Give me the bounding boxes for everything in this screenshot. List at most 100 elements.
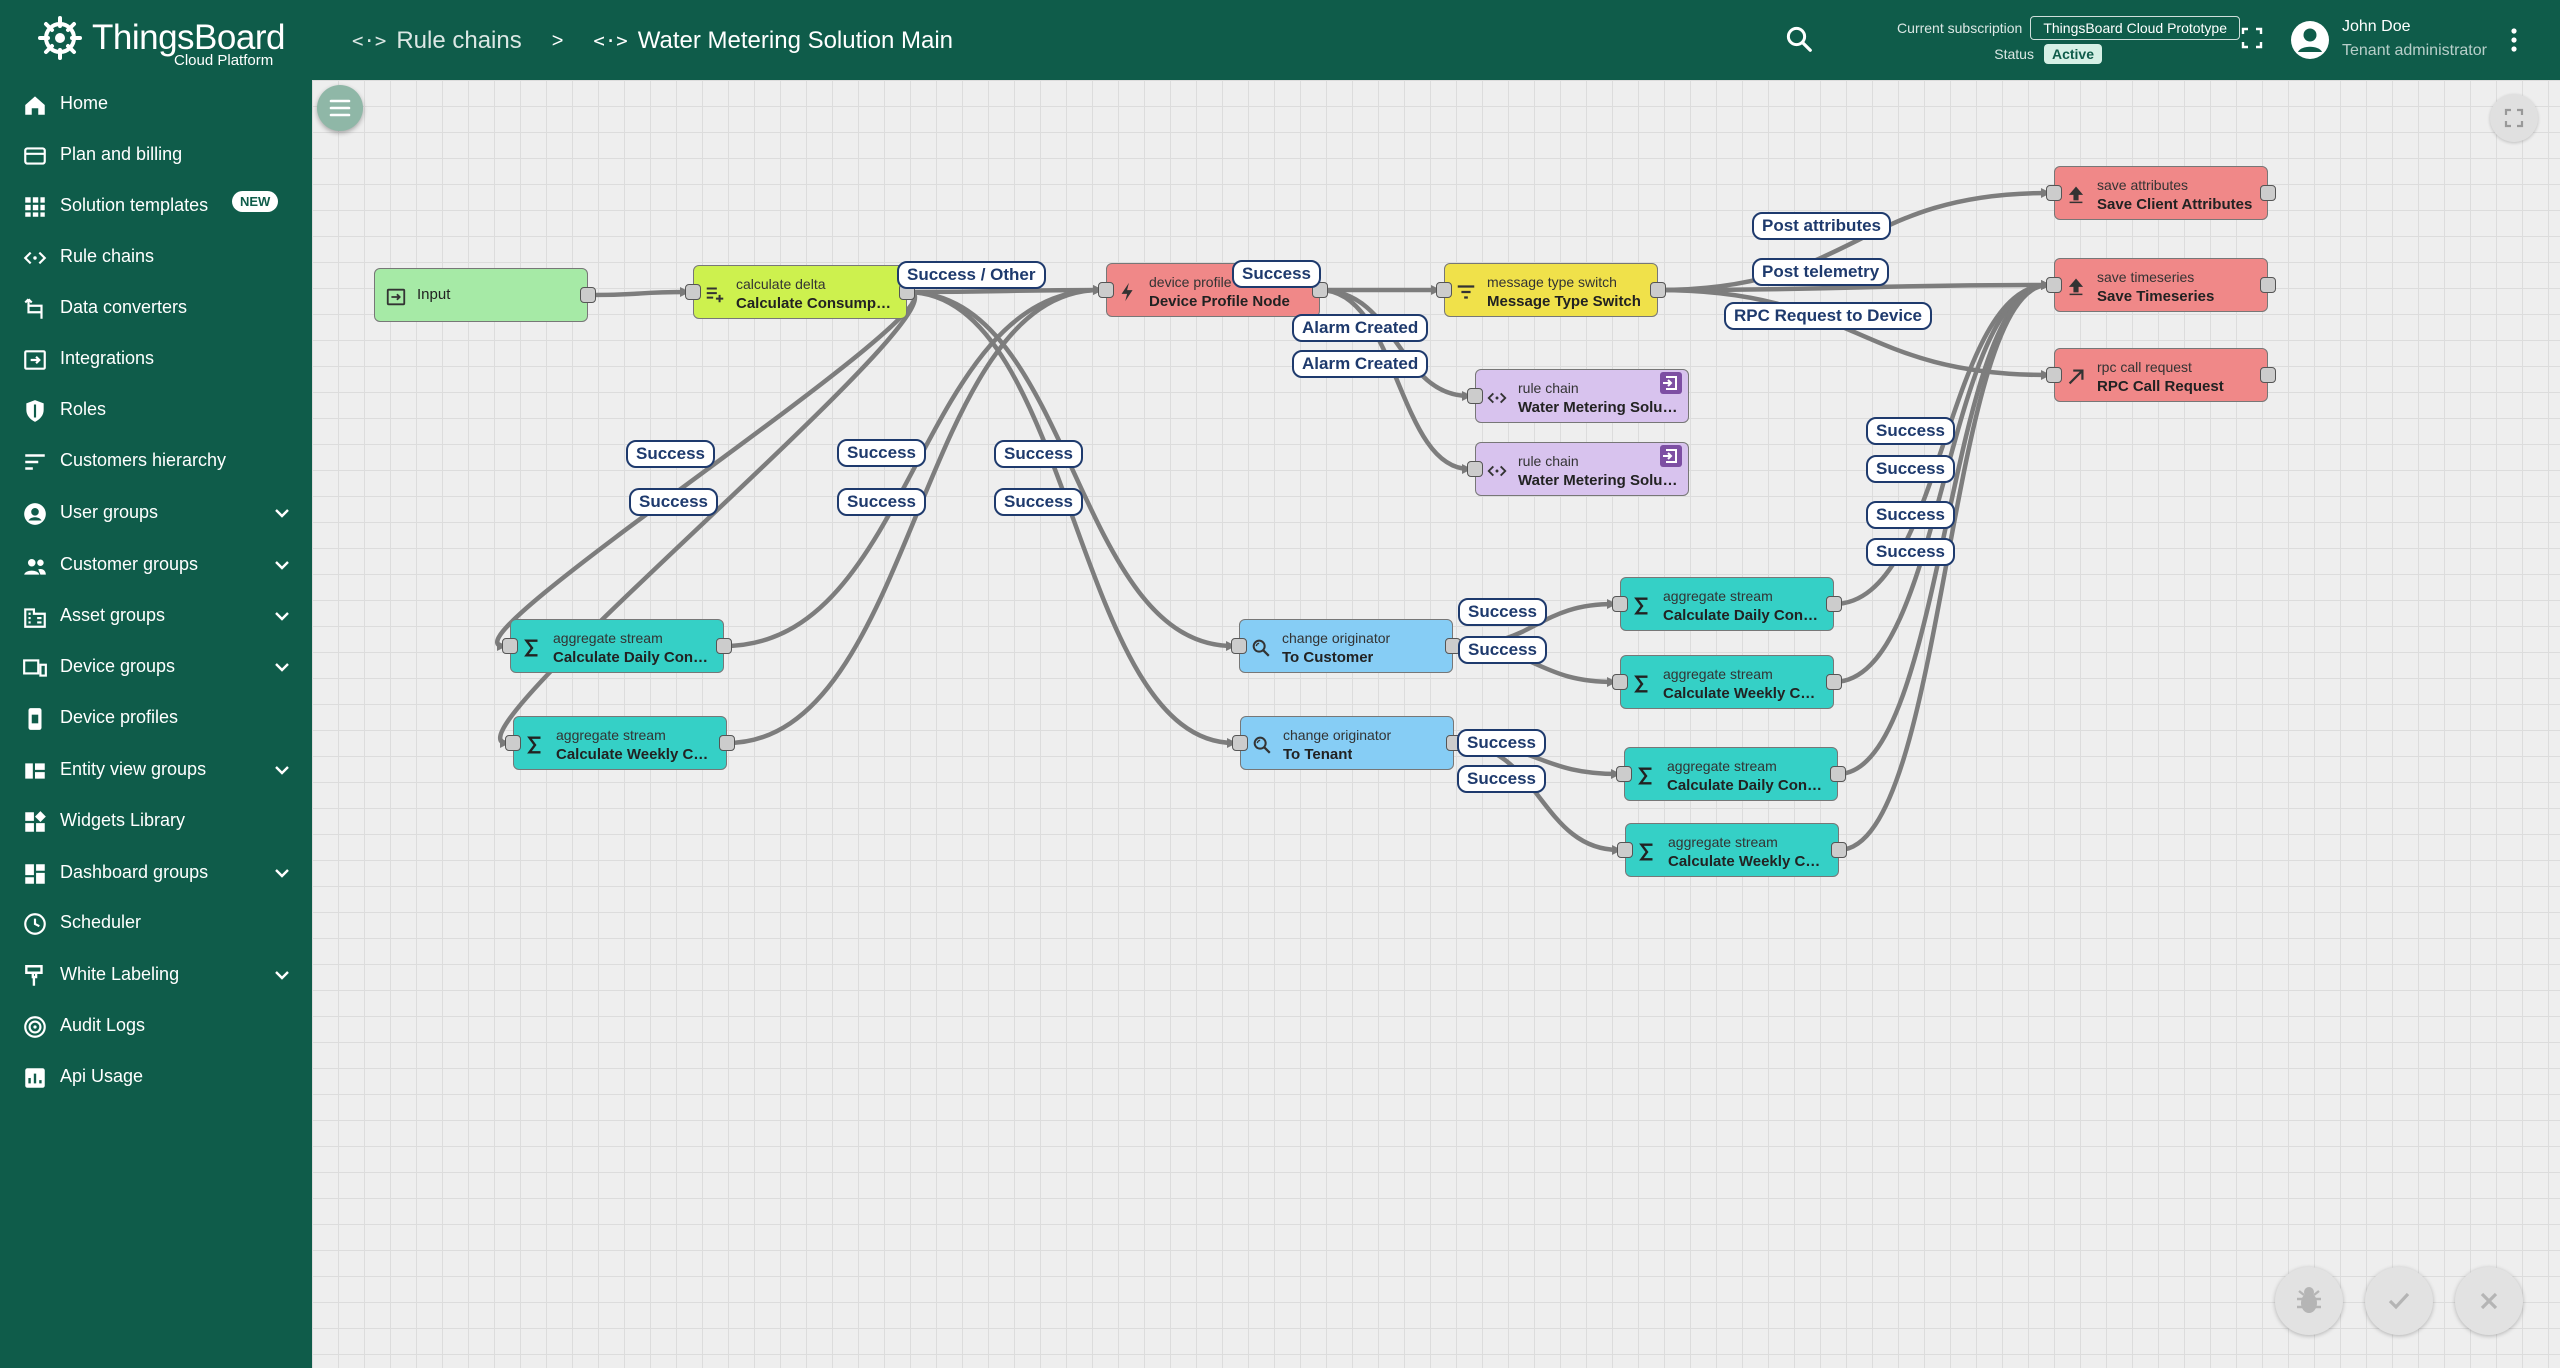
input-port[interactable]: [685, 284, 701, 300]
connection-label[interactable]: Success: [1458, 598, 1547, 626]
more-vert-icon[interactable]: [2504, 24, 2524, 56]
input-port[interactable]: [1467, 461, 1483, 477]
output-port[interactable]: [719, 735, 735, 751]
fullscreen-icon[interactable]: [2240, 26, 2264, 50]
connection-label[interactable]: Success: [1866, 538, 1955, 566]
output-port[interactable]: [1650, 282, 1666, 298]
output-port[interactable]: [2260, 277, 2276, 293]
breadcrumb-rule-chains[interactable]: <·> Rule chains: [352, 27, 522, 55]
sidebar-item-entity-view-groups[interactable]: Entity view groups: [0, 745, 312, 795]
connection-label[interactable]: Success: [837, 439, 926, 467]
rule-node-input[interactable]: Input: [374, 268, 588, 322]
avatar[interactable]: [2290, 20, 2330, 60]
connection-delta-co2[interactable]: [906, 289, 1237, 748]
sidebar-item-integrations[interactable]: Integrations: [0, 334, 312, 384]
search-icon[interactable]: [1784, 24, 1814, 54]
connection-label[interactable]: Success: [994, 488, 1083, 516]
input-port[interactable]: [1436, 282, 1452, 298]
connection-label[interactable]: Success / Other: [897, 261, 1046, 289]
sidebar-item-customer-groups[interactable]: Customer groups: [0, 540, 312, 590]
debug-button[interactable]: [2275, 1267, 2343, 1335]
sidebar-item-white-labeling[interactable]: White Labeling: [0, 950, 312, 1000]
output-port[interactable]: [1826, 674, 1842, 690]
connection-label[interactable]: Success: [1457, 765, 1546, 793]
connection-profile-rc2[interactable]: [1319, 287, 1472, 474]
input-port[interactable]: [505, 735, 521, 751]
input-port[interactable]: [1467, 388, 1483, 404]
connection-label[interactable]: RPC Request to Device: [1724, 302, 1932, 330]
sidebar-item-asset-groups[interactable]: Asset groups: [0, 591, 312, 641]
chevron-down-icon[interactable]: [272, 657, 292, 677]
input-port[interactable]: [2046, 367, 2062, 383]
connection-label[interactable]: Success: [1866, 501, 1955, 529]
connection-label[interactable]: Success: [1232, 260, 1321, 288]
connection-label[interactable]: Success: [1866, 417, 1955, 445]
connection-switch-savets[interactable]: [1657, 280, 2051, 293]
connection-input-delta[interactable]: [587, 287, 690, 298]
output-port[interactable]: [1826, 596, 1842, 612]
chevron-down-icon[interactable]: [272, 965, 292, 985]
connection-delta-co1[interactable]: [906, 289, 1236, 651]
connection-label[interactable]: Success: [1458, 636, 1547, 664]
sidebar-item-device-profiles[interactable]: Device profiles: [0, 693, 312, 743]
output-port[interactable]: [1831, 842, 1847, 858]
chevron-down-icon[interactable]: [272, 503, 292, 523]
connection-label[interactable]: Success: [837, 488, 926, 516]
connection-delta-profile[interactable]: [906, 285, 1103, 296]
connection-label[interactable]: Success: [626, 440, 715, 468]
input-port[interactable]: [1616, 766, 1632, 782]
connection-agg6-savets[interactable]: [1838, 280, 2051, 853]
chevron-down-icon[interactable]: [272, 555, 292, 575]
subscription-plan[interactable]: ThingsBoard Cloud Prototype: [2030, 16, 2240, 40]
output-port[interactable]: [580, 287, 596, 303]
sidebar-item-roles[interactable]: Roles: [0, 385, 312, 435]
connection-agg4-savets[interactable]: [1833, 280, 2051, 685]
input-port[interactable]: [1231, 638, 1247, 654]
connection-agg1-profile[interactable]: [723, 285, 1103, 649]
connection-label[interactable]: Alarm Created: [1292, 314, 1429, 342]
input-port[interactable]: [2046, 277, 2062, 293]
input-port[interactable]: [1612, 674, 1628, 690]
input-port[interactable]: [2046, 185, 2062, 201]
open-rule-chain-icon[interactable]: [1660, 372, 1682, 394]
connection-label[interactable]: Alarm Created: [1292, 350, 1429, 378]
open-rule-chain-icon[interactable]: [1660, 445, 1682, 467]
output-port[interactable]: [716, 638, 732, 654]
user-name[interactable]: John Doe: [2342, 18, 2411, 35]
sidebar-item-scheduler[interactable]: Scheduler: [0, 898, 312, 948]
input-port[interactable]: [1612, 596, 1628, 612]
output-port[interactable]: [2260, 185, 2276, 201]
connection-switch-saveattr[interactable]: [1657, 188, 2051, 293]
connection-label[interactable]: Success: [994, 440, 1083, 468]
connection-profile-rc1[interactable]: [1319, 287, 1472, 401]
input-port[interactable]: [1617, 842, 1633, 858]
sidebar-item-customers-hierarchy[interactable]: Customers hierarchy: [0, 436, 312, 486]
sidebar-item-home[interactable]: Home: [0, 79, 312, 129]
output-port[interactable]: [1830, 766, 1846, 782]
input-port[interactable]: [1098, 282, 1114, 298]
connection-agg2-profile[interactable]: [726, 285, 1103, 746]
connection-label[interactable]: Success: [1457, 729, 1546, 757]
chevron-down-icon[interactable]: [272, 606, 292, 626]
sidebar-item-widgets-library[interactable]: Widgets Library: [0, 796, 312, 846]
thingsboard-logo[interactable]: ThingsBoard Cloud Platform: [34, 12, 294, 70]
sidebar-item-rule-chains[interactable]: Rule chains: [0, 232, 312, 282]
input-port[interactable]: [502, 638, 518, 654]
sidebar-item-audit-logs[interactable]: Audit Logs: [0, 1001, 312, 1051]
connection-label[interactable]: Post telemetry: [1752, 258, 1890, 286]
canvas-fullscreen-button[interactable]: [2490, 94, 2538, 142]
connection-delta-agg2[interactable]: [498, 289, 918, 748]
